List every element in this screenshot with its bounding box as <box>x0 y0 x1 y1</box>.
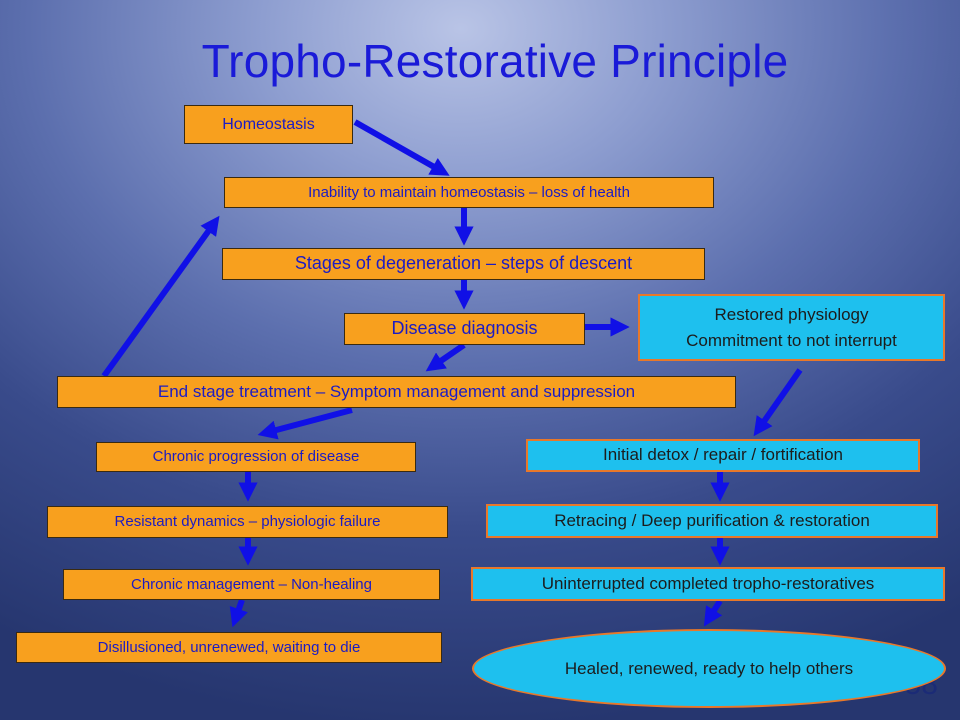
uninterrupted-box: Uninterrupted completed tropho-restorati… <box>471 567 945 601</box>
restored-line-1: Restored physiology <box>714 305 869 324</box>
arrow-diagnosis-to-end-stage <box>425 342 466 372</box>
arrow-chronic-management-to-disillusioned <box>229 599 248 628</box>
arrow-uninterrupted-to-healed <box>703 599 723 627</box>
restored-physiology-box: Restored physiology Commitment to not in… <box>638 294 945 361</box>
disease-diagnosis-box: Disease diagnosis <box>344 313 585 345</box>
arrow-restored-to-initial-detox <box>753 368 803 437</box>
initial-detox-box: Initial detox / repair / fortification <box>526 439 920 472</box>
resistant-label: Resistant dynamics – physiologic failure <box>114 513 381 530</box>
disillusioned-box: Disillusioned, unrenewed, waiting to die <box>16 632 442 663</box>
stages-label: Stages of degeneration – steps of descen… <box>294 253 633 274</box>
chronic-management-label: Chronic management – Non-healing <box>131 575 372 593</box>
arrow-end-stage-to-inability <box>101 215 220 378</box>
disease-diagnosis-label: Disease diagnosis <box>391 318 538 339</box>
inability-label: Inability to maintain homeostasis – loss… <box>308 183 630 201</box>
resistant-dynamics-box: Resistant dynamics – physiologic failure <box>47 506 448 538</box>
arrow-homeostasis-to-inability <box>353 119 450 176</box>
healed-oval: Healed, renewed, ready to help others <box>472 629 946 708</box>
chronic-progression-box: Chronic progression of disease <box>96 442 416 472</box>
uninterrupted-label: Uninterrupted completed tropho-restorati… <box>541 573 875 593</box>
page-title: Tropho-Restorative Principle <box>201 35 789 87</box>
inability-box: Inability to maintain homeostasis – loss… <box>224 177 714 208</box>
healed-label: Healed, renewed, ready to help others <box>564 658 854 678</box>
end-stage-treatment-box: End stage treatment – Symptom management… <box>57 376 736 408</box>
restored-line-2: Commitment to not interrupt <box>686 330 897 350</box>
homeostasis-box: Homeostasis <box>184 105 353 144</box>
end-stage-label: End stage treatment – Symptom management… <box>157 381 636 401</box>
stages-box: Stages of degeneration – steps of descen… <box>222 248 705 280</box>
arrow-end-stage-to-chronic-progression <box>257 407 353 440</box>
homeostasis-label: Homeostasis <box>222 115 315 133</box>
retracing-box: Retracing / Deep purification & restorat… <box>486 504 938 538</box>
chronic-management-box: Chronic management – Non-healing <box>63 569 440 600</box>
chronic-progression-label: Chronic progression of disease <box>152 448 360 465</box>
disillusioned-label: Disillusioned, unrenewed, waiting to die <box>97 638 361 656</box>
initial-detox-label: Initial detox / repair / fortification <box>602 445 843 465</box>
retracing-label: Retracing / Deep purification & restorat… <box>554 510 870 530</box>
